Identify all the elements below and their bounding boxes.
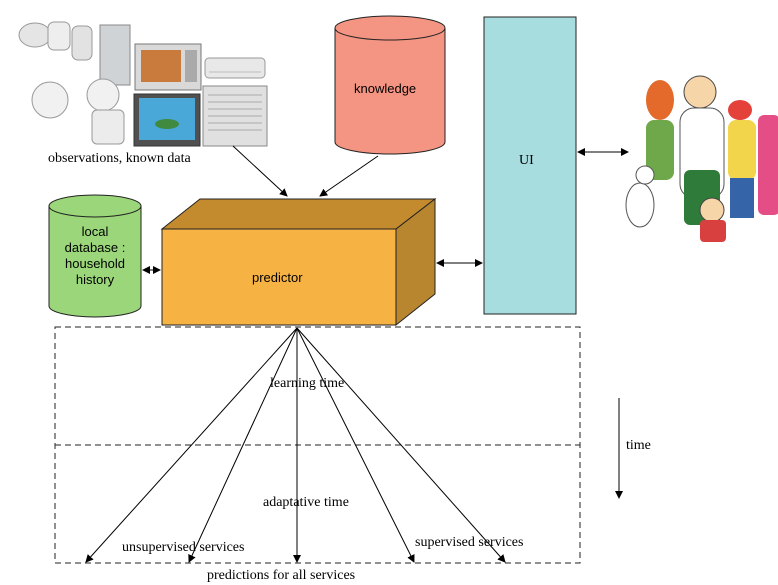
local-database-cylinder [48,194,142,318]
learning-time-label: learning time [270,376,345,391]
cartoon-family-icon [625,75,778,242]
predictor-label: predictor [252,270,303,285]
family-member-daughter [758,115,778,215]
local-database-label-line: local [81,224,109,239]
switch-sensor-icon [91,109,125,145]
local-database-label-line: history [75,272,115,287]
smoke-sensor-icon [31,81,69,119]
home-appliances-photo-icon [18,21,268,147]
sensor-icon [18,21,93,61]
motion-sensor-icon [86,78,120,112]
prediction-arrow [296,327,506,563]
observations-label: observations, known data [48,151,191,166]
family-dog [625,165,655,228]
prediction-arrows [85,327,506,563]
predictor-box [160,197,437,327]
unsupervised-services-label: unsupervised services [122,540,245,555]
time-region [54,326,581,564]
prediction-arrow [85,327,298,563]
local-database-label: local database : household history [52,224,138,288]
wall-ac-icon [204,57,266,79]
supervised-services-label: supervised services [415,535,524,550]
prediction-arrow [188,327,298,563]
arrow-knowledge-to-predictor [319,155,379,197]
local-database-label-line: household [65,256,125,271]
prediction-arrow [296,327,415,563]
ui-box [483,16,577,315]
microwave-icon [134,43,202,91]
family-member-son [728,100,756,218]
window-ac-icon [202,85,268,147]
fridge-icon [99,24,131,86]
local-database-label-line: database : [64,240,126,255]
predictions-label: predictions for all services [207,568,356,583]
time-label: time [626,438,651,453]
tv-icon [133,93,201,147]
adaptative-time-label: adaptative time [263,495,349,510]
family-baby [699,197,726,242]
knowledge-label: knowledge [354,81,417,96]
arrow-observations-to-predictor [232,145,288,197]
family-member-mom [646,80,674,180]
knowledge-cylinder [334,15,446,155]
ui-label: UI [519,153,534,168]
